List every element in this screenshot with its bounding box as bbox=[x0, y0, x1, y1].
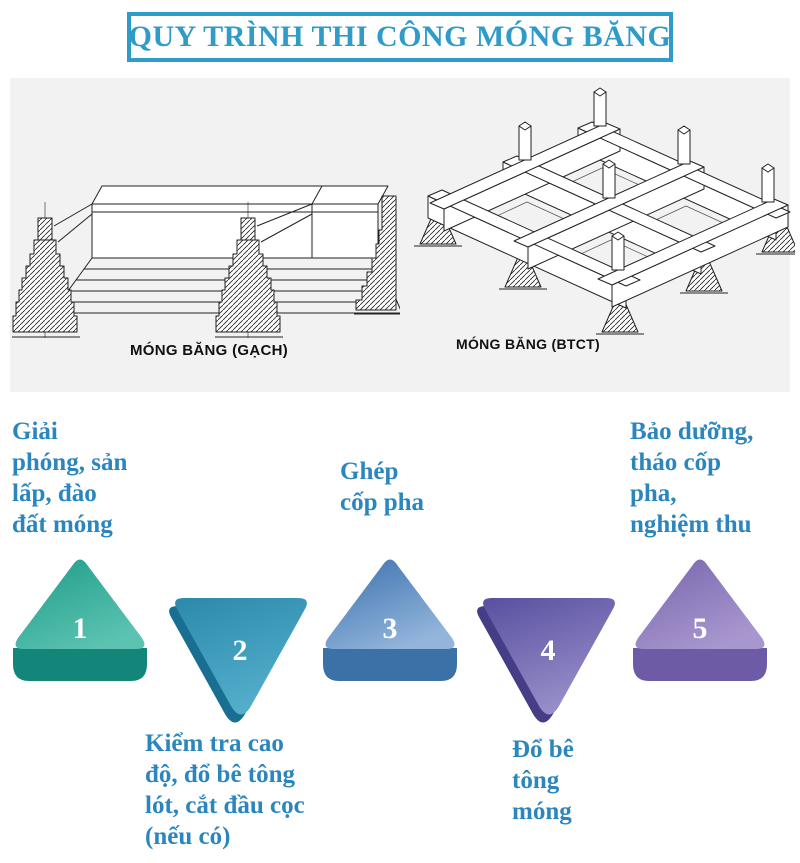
right-drawing-caption: MÓNG BĂNG (BTCT) bbox=[456, 336, 600, 352]
step-4-number: 4 bbox=[541, 634, 556, 667]
step-1-triangle-up: 1 bbox=[13, 559, 147, 681]
mong-bang-gach-drawing bbox=[12, 185, 400, 338]
left-drawing-caption: MÓNG BĂNG (GẠCH) bbox=[129, 342, 289, 359]
step-5-triangle-up: 5 bbox=[633, 559, 767, 681]
step-5-line: tháo cốp bbox=[630, 449, 721, 476]
step-2-label: Kiểm tra cao độ, đổ bê tông lót, cắt đầu… bbox=[145, 728, 305, 852]
step-5-label: Bảo dưỡng, tháo cốp pha, nghiệm thu bbox=[630, 416, 753, 540]
step-4-triangle-down: 4 bbox=[477, 598, 615, 723]
step-2-line: độ, đổ bê tông bbox=[145, 761, 296, 788]
step-1-line: đất móng bbox=[12, 511, 113, 538]
step-4-line: Đổ bê bbox=[512, 736, 574, 763]
mong-bang-btct-drawing bbox=[414, 87, 795, 335]
step-5-line: Bảo dưỡng, bbox=[630, 418, 754, 445]
step-4-label: Đổ bê tông móng bbox=[512, 734, 574, 827]
step-3-triangle-up: 3 bbox=[323, 559, 457, 681]
step-4-line: tông bbox=[512, 767, 560, 794]
step-1-line: lấp, đào bbox=[12, 480, 97, 507]
step-1-line: phóng, sản bbox=[12, 449, 128, 476]
step-5-line: nghiệm thu bbox=[630, 511, 752, 538]
step-3-label: Ghép cốp pha bbox=[340, 456, 424, 518]
step-1-label: Giải phóng, sản lấp, đào đất móng bbox=[12, 416, 127, 540]
step-2-number: 2 bbox=[233, 634, 248, 667]
step-4-line: móng bbox=[512, 798, 572, 825]
page-title-box: QUY TRÌNH THI CÔNG MÓNG BĂNG bbox=[127, 12, 673, 62]
step-2-line: lót, cắt đầu cọc bbox=[145, 792, 305, 819]
page-title: QUY TRÌNH THI CÔNG MÓNG BĂNG bbox=[128, 20, 672, 53]
foundation-drawings-panel: MÓNG BĂNG (GẠCH) MÓNG BĂNG (BTCT) bbox=[10, 78, 795, 392]
step-2-line: Kiểm tra cao bbox=[145, 730, 284, 757]
step-2-triangle-down: 2 bbox=[169, 598, 307, 723]
step-5-line: pha, bbox=[630, 480, 677, 507]
step-3-line: Ghép bbox=[340, 458, 399, 485]
step-1-line: Giải bbox=[12, 418, 58, 445]
step-3-line: cốp pha bbox=[340, 489, 425, 516]
step-5-number: 5 bbox=[693, 612, 708, 645]
step-2-line: (nếu có) bbox=[145, 823, 231, 850]
step-3-number: 3 bbox=[383, 612, 398, 645]
step-1-number: 1 bbox=[73, 612, 88, 645]
